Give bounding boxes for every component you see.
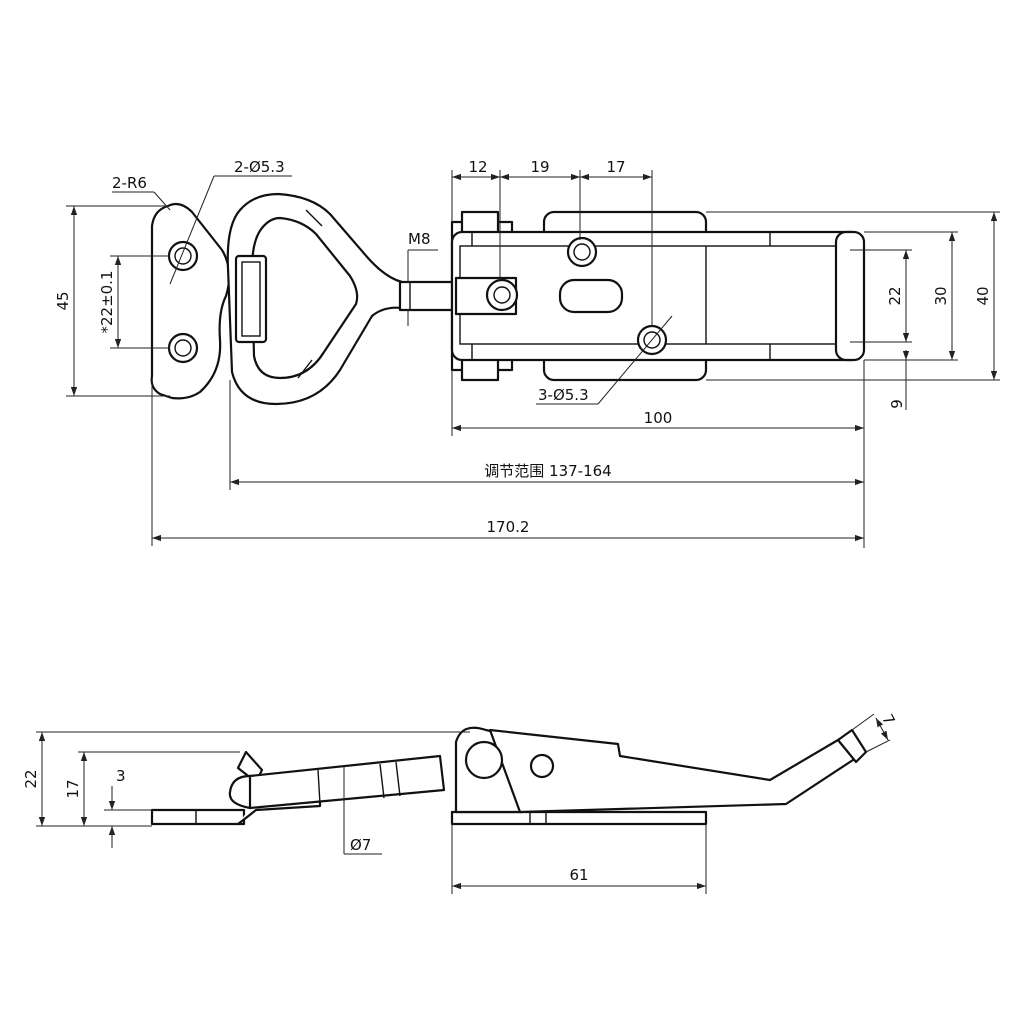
wire-hook-inner: [250, 216, 359, 380]
dim-100-label: 100: [644, 409, 673, 427]
plate-hole-upper: [167, 240, 199, 272]
side-dim-rod-label: Ø7: [350, 836, 371, 854]
lever-slot: [558, 278, 624, 314]
side-view: [150, 726, 868, 826]
dim-9-label: 9: [888, 399, 906, 409]
top-view: [150, 192, 866, 406]
plate-hole-lower: [167, 332, 199, 364]
dim-170-label: 170.2: [487, 518, 530, 536]
dim-19-label: 19: [530, 158, 549, 176]
dim-hole2-label: 2-Ø5.3: [234, 158, 285, 176]
rod-segment: [395, 761, 401, 797]
dim-45-label: 45: [54, 291, 72, 310]
side-base-plate: [450, 810, 708, 826]
rod-segment: [317, 769, 321, 805]
dim-40-label: 40: [974, 286, 992, 305]
side-pivot-pin: [464, 740, 504, 780]
plate-hole-lower-inner: [174, 339, 192, 357]
hook-pad: [234, 254, 268, 344]
hook-segment-line: [297, 359, 313, 379]
side-dim-17-label: 17: [64, 779, 82, 798]
dim-thread-label: M8: [408, 230, 431, 248]
dim-radius-label: 2-R6: [112, 174, 147, 192]
lever-end: [834, 230, 866, 362]
pivot-pin: [485, 278, 519, 312]
base-hole-top: [566, 236, 598, 268]
rod-segment: [379, 763, 385, 799]
pivot-cap-top: [460, 210, 500, 236]
dim-17-label: 17: [606, 158, 625, 176]
hook-segment-line: [305, 209, 323, 227]
side-catch-plate: [150, 808, 246, 826]
dim-hole3-label: 3-Ø5.3: [538, 386, 589, 404]
side-dim-61-label: 61: [569, 866, 588, 884]
hook-pad-inner: [241, 261, 261, 337]
side-rod: [248, 754, 446, 810]
dim-adjust-label: 调节范围 137-164: [484, 462, 611, 480]
side-dim-3-label: 3: [116, 767, 126, 785]
dim-22-right-label: 22: [886, 286, 904, 305]
pivot-pin-inner: [493, 286, 511, 304]
base-hole-top-inner: [573, 243, 591, 261]
pivot-cap-bottom: [460, 356, 500, 382]
side-rivet: [529, 753, 555, 779]
base-hole-bottom-inner: [643, 331, 661, 349]
plate-hole-upper-inner: [174, 247, 192, 265]
side-dim-22-label: 22: [22, 769, 40, 788]
top-view-dimensions: 12 19 17 2-Ø5.3 2-R6 M8 45 *22±0.1 22: [54, 158, 1000, 548]
dim-22tol-label: *22±0.1: [98, 270, 116, 333]
side-view-dimensions: 22 17 3 Ø7 61 7: [22, 711, 899, 894]
dim-12-label: 12: [468, 158, 487, 176]
dim-30-label: 30: [932, 286, 950, 305]
side-dim-7-label: 7: [878, 711, 898, 728]
